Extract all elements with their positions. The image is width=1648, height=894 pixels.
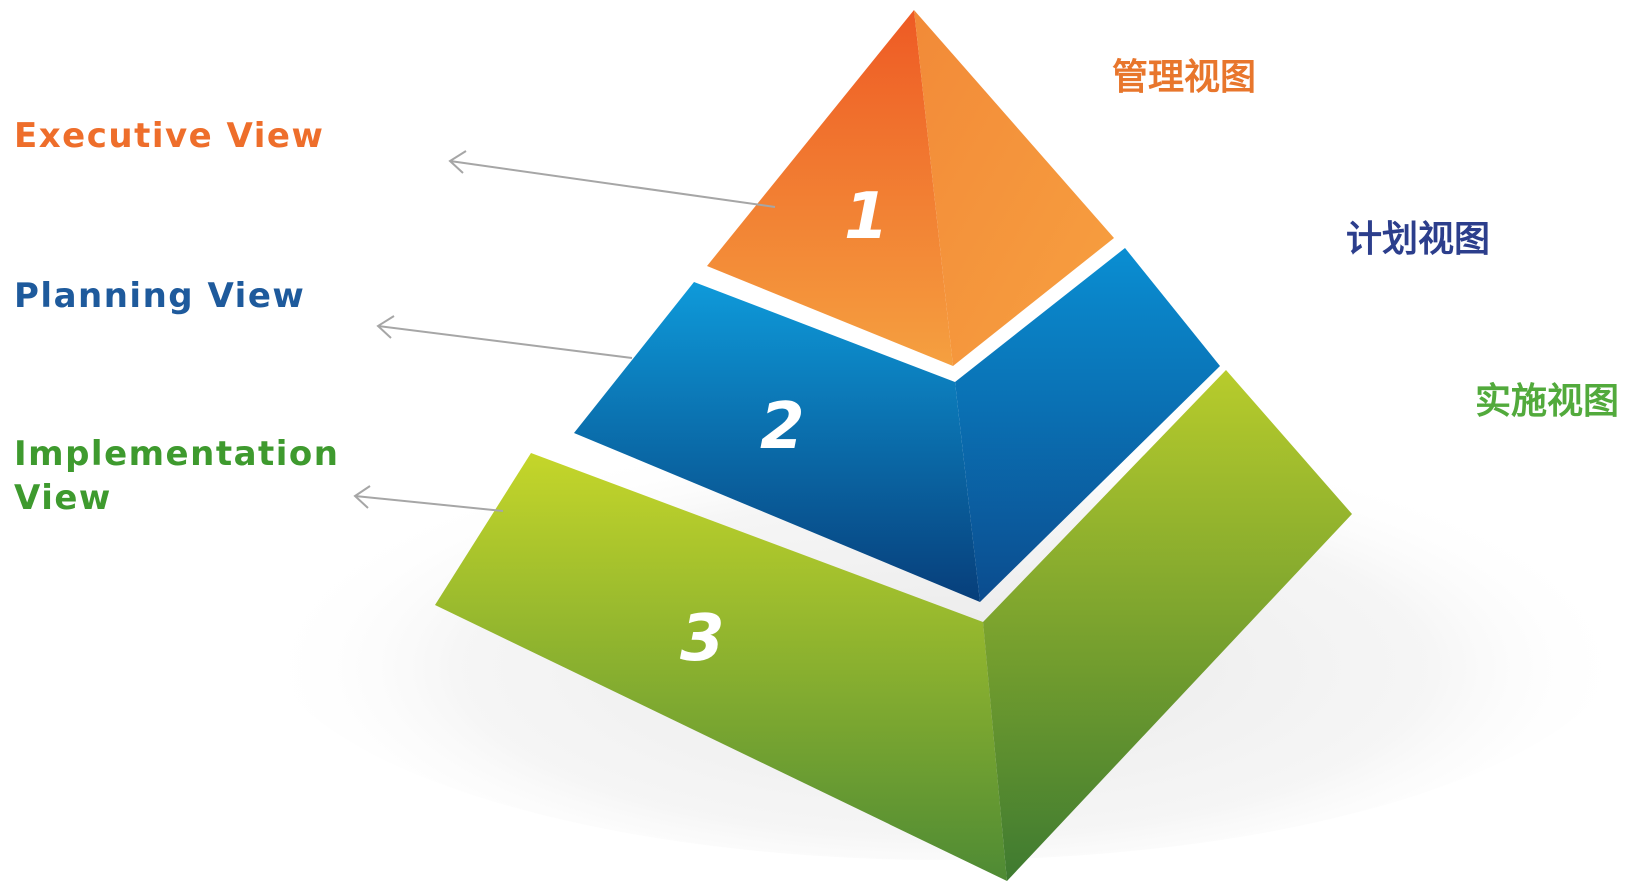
label-implementation-line-2: View [14, 478, 112, 518]
arrow-executive [448, 150, 776, 208]
label-cn-executive: 管理视图 [1112, 57, 1257, 98]
arrow-planning [376, 315, 633, 359]
arrow-implementation [353, 485, 504, 512]
label-cn-planning: 计划视图 [1346, 219, 1491, 260]
tier-3-number: 3 [680, 602, 725, 676]
tier-2-left-face [574, 282, 980, 602]
tier-2-number: 2 [760, 390, 805, 464]
tier-1: 1 [707, 10, 1114, 366]
tier-3-left-face [435, 453, 1007, 881]
label-implementation-view: Implementation View [14, 432, 374, 520]
label-planning-view: Planning View [14, 276, 306, 316]
tier-3-right-face [983, 370, 1352, 881]
label-implementation-line-1: Implementation [14, 434, 340, 474]
label-executive-view: Executive View [14, 116, 325, 156]
tier-1-left-face [707, 10, 953, 366]
tier-1-number: 1 [844, 180, 889, 254]
tier-2-right-face [955, 248, 1220, 602]
tier-1-right-face [914, 10, 1114, 366]
label-cn-implementation: 实施视图 [1475, 381, 1620, 422]
tier-3: 3 [435, 370, 1352, 881]
tier-2: 2 [574, 248, 1220, 602]
